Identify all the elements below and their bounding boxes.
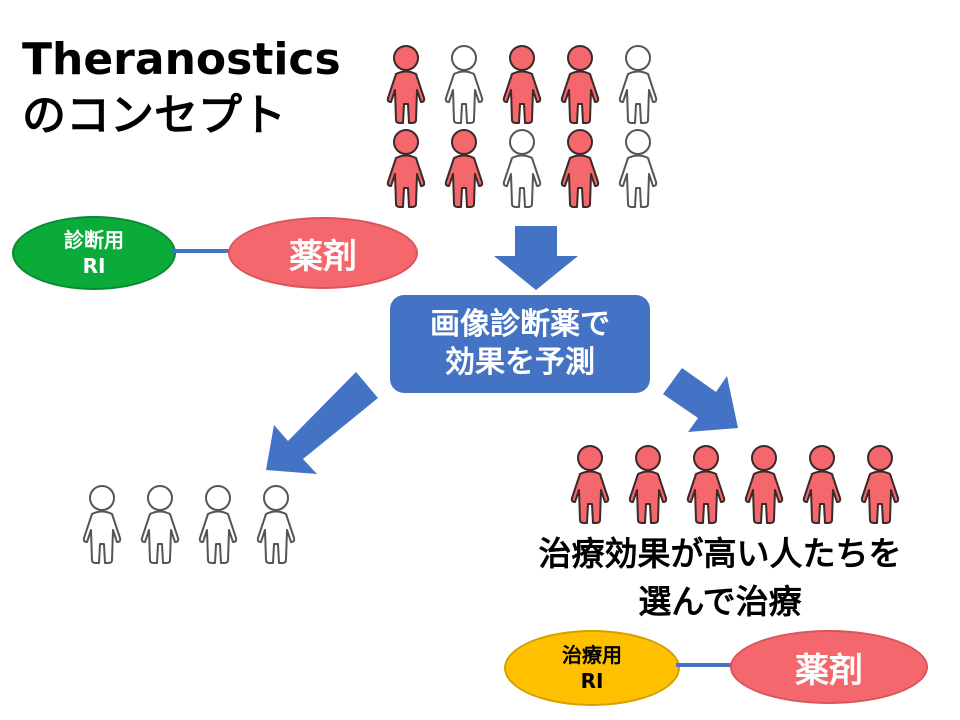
red-person-icon bbox=[502, 45, 542, 124]
non-responder-group bbox=[80, 484, 298, 564]
white-person-icon bbox=[444, 45, 484, 124]
red-person-icon bbox=[744, 445, 784, 524]
diagnostic-connector bbox=[172, 249, 232, 253]
red-person-icon bbox=[686, 445, 726, 524]
caption-line-2: 選んで治療 bbox=[638, 582, 802, 621]
therapy-connector bbox=[676, 663, 736, 667]
white-person-icon bbox=[256, 485, 296, 564]
white-person-icon bbox=[82, 485, 122, 564]
selection-caption: 治療効果が高い人たちを 選んで治療 bbox=[500, 530, 940, 626]
diagnostic-ri-label-2: RI bbox=[82, 254, 106, 278]
diagnostic-drug-ellipse: 薬剤 bbox=[228, 217, 418, 289]
responder-group bbox=[568, 444, 902, 524]
diagnostic-ri-ellipse: 診断用 RI bbox=[12, 216, 176, 290]
left-down-arrow-icon bbox=[266, 372, 378, 474]
therapy-ri-label-1: 治療用 bbox=[562, 643, 622, 667]
red-person-icon bbox=[628, 445, 668, 524]
white-person-icon bbox=[618, 129, 658, 208]
red-person-icon bbox=[386, 45, 426, 124]
down-arrow-icon bbox=[494, 226, 578, 290]
therapy-drug-ellipse: 薬剤 bbox=[730, 630, 928, 704]
slide-title: Theranostics のコンセプト bbox=[22, 32, 341, 144]
therapy-ri-label-2: RI bbox=[580, 669, 604, 693]
red-person-icon bbox=[860, 445, 900, 524]
white-person-icon bbox=[502, 129, 542, 208]
red-person-icon bbox=[802, 445, 842, 524]
red-person-icon bbox=[560, 129, 600, 208]
therapy-drug-label: 薬剤 bbox=[795, 650, 863, 691]
red-person-icon bbox=[570, 445, 610, 524]
red-person-icon bbox=[444, 129, 484, 208]
red-person-icon bbox=[386, 129, 426, 208]
white-person-icon bbox=[198, 485, 238, 564]
prediction-box: 画像診断薬で 効果を予測 bbox=[390, 295, 650, 393]
title-line-1: Theranostics bbox=[22, 34, 341, 85]
title-line-2: のコンセプト bbox=[22, 90, 286, 141]
therapy-ri-ellipse: 治療用 RI bbox=[504, 630, 680, 706]
population-row-1 bbox=[384, 44, 660, 124]
right-down-arrow-icon bbox=[663, 368, 738, 432]
caption-line-1: 治療効果が高い人たちを bbox=[538, 534, 902, 573]
white-person-icon bbox=[140, 485, 180, 564]
prediction-line-1: 画像診断薬で bbox=[430, 307, 610, 342]
diagnostic-ri-label-1: 診断用 bbox=[64, 228, 124, 252]
diagnostic-drug-label: 薬剤 bbox=[289, 236, 357, 277]
white-person-icon bbox=[618, 45, 658, 124]
population-row-2 bbox=[384, 128, 660, 208]
red-person-icon bbox=[560, 45, 600, 124]
prediction-line-2: 効果を予測 bbox=[445, 345, 595, 380]
